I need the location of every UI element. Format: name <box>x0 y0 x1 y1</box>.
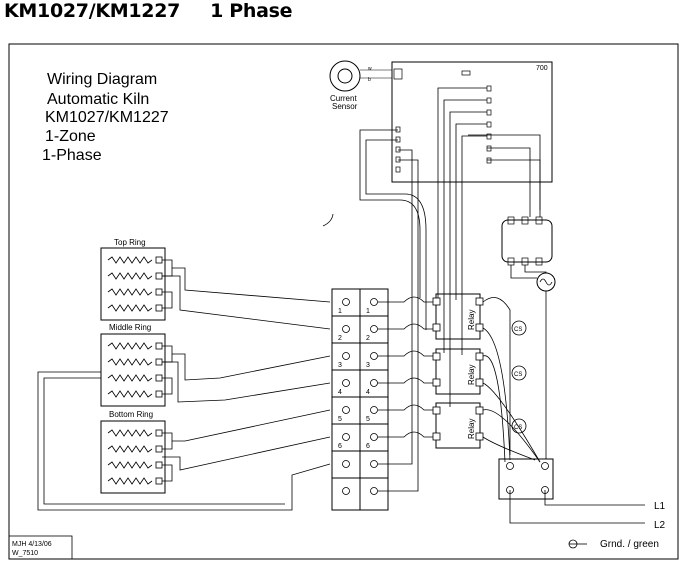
terminal-label-3a: 3 <box>338 362 342 369</box>
diagram-frame <box>8 43 679 560</box>
current-sense-loops: CS CS CS <box>511 320 527 434</box>
relay-3: Relay <box>432 402 484 449</box>
ground-label: Grnd. / green <box>600 539 659 550</box>
bottom-ring: Bottom Ring <box>100 410 166 494</box>
title-model: KM1027/KM1227 <box>4 0 181 22</box>
title-line-2: Automatic Kiln <box>47 91 149 108</box>
top-ring: Top Ring <box>100 238 166 321</box>
terminal-label-5a: 5 <box>338 416 342 423</box>
current-sensor-label-1: Current <box>330 94 357 103</box>
control-board: 700 <box>391 61 553 183</box>
page-title: KM1027/KM1227 1 Phase <box>4 0 293 22</box>
diagram-title-block: Wiring Diagram Automatic Kiln KM1027/KM1… <box>42 71 169 164</box>
svg-text:w: w <box>368 66 372 72</box>
title-line-3: KM1027/KM1227 <box>45 109 169 126</box>
power-input-block <box>498 458 554 500</box>
title-phase: 1 Phase <box>210 0 293 22</box>
ground-symbol <box>568 539 587 549</box>
revision-line-2: W_7510 <box>12 550 38 557</box>
wiring <box>37 87 645 524</box>
line-label-l1: L1 <box>654 501 666 512</box>
terminal-label-4b: 4 <box>366 389 370 396</box>
board-number: 700 <box>536 65 548 72</box>
relay-2-label: Relay <box>467 365 476 385</box>
title-line-1: Wiring Diagram <box>47 71 157 88</box>
transformer <box>501 216 553 266</box>
top-ring-label: Top Ring <box>114 238 146 247</box>
title-line-4: 1-Zone <box>45 128 96 145</box>
svg-text:CS: CS <box>514 327 522 333</box>
terminal-label-5b: 5 <box>366 416 370 423</box>
terminal-label-4a: 4 <box>338 389 342 396</box>
line-label-l2: L2 <box>654 520 666 531</box>
current-sensor: Current Sensor w b <box>329 60 392 111</box>
svg-text:b: b <box>368 77 371 83</box>
fuse-symbol <box>536 272 556 292</box>
terminal-label-6a: 6 <box>338 443 342 450</box>
terminal-block: 1 1 2 2 3 3 4 4 5 5 6 6 <box>331 288 389 511</box>
terminal-label-1a: 1 <box>338 308 342 315</box>
revision-line-1: MJH 4/13/06 <box>12 541 52 548</box>
current-sensor-label-2: Sensor <box>332 102 358 111</box>
terminal-label-2a: 2 <box>338 335 342 342</box>
title-line-5: 1-Phase <box>42 147 102 164</box>
terminal-label-3b: 3 <box>366 362 370 369</box>
bottom-ring-label: Bottom Ring <box>109 410 153 419</box>
relay-1: Relay <box>432 293 484 340</box>
terminal-label-2b: 2 <box>366 335 370 342</box>
terminal-label-1b: 1 <box>366 308 370 315</box>
revision-box: MJH 4/13/06 W_7510 <box>8 535 73 560</box>
relay-1-label: Relay <box>467 310 476 330</box>
middle-ring: Middle Ring <box>100 323 166 407</box>
terminal-label-6b: 6 <box>366 443 370 450</box>
middle-ring-label: Middle Ring <box>109 323 151 332</box>
relay-3-label: Relay <box>467 419 476 439</box>
svg-text:CS: CS <box>514 425 522 431</box>
relay-2: Relay <box>432 348 484 395</box>
svg-text:CS: CS <box>514 372 522 378</box>
